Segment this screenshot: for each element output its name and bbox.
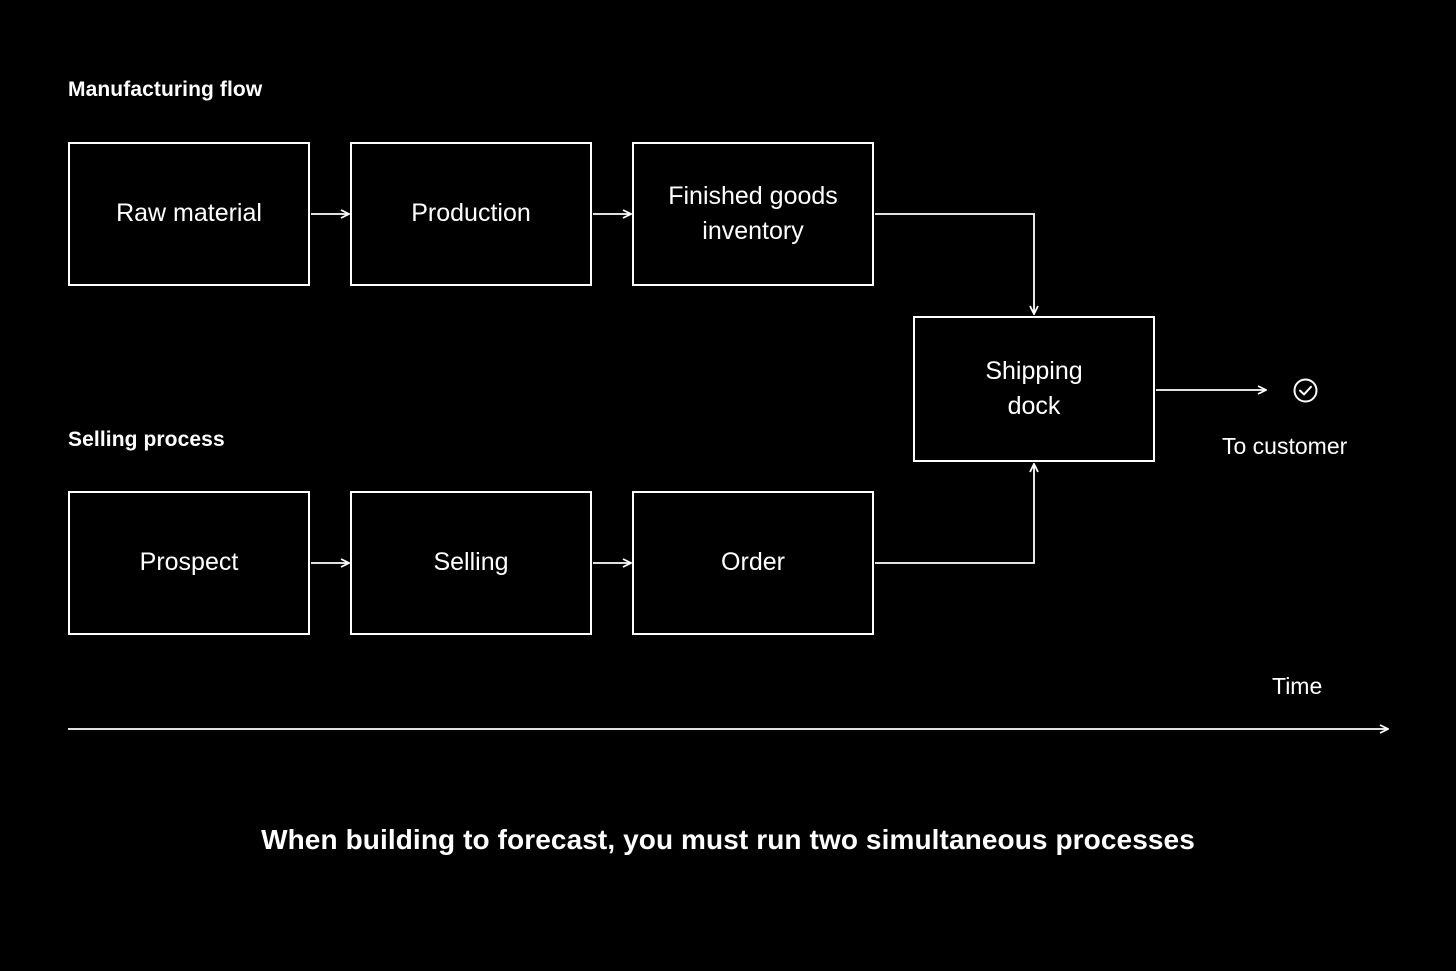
manufacturing-flow-title: Manufacturing flow [68, 78, 263, 101]
check-circle-icon [1292, 377, 1319, 404]
time-axis-label: Time [1272, 673, 1323, 699]
node-prospect[interactable]: Prospect [68, 491, 310, 635]
node-raw-material[interactable]: Raw material [68, 142, 310, 286]
footer-caption: When building to forecast, you must run … [261, 824, 1195, 855]
node-selling-label: Selling [433, 548, 509, 577]
node-production[interactable]: Production [350, 142, 592, 286]
node-production-label: Production [411, 199, 531, 228]
connector-order-to-shipping-dock [875, 464, 1034, 564]
selling-process-title: Selling process [68, 428, 225, 451]
connector-finished-goods-to-shipping-dock [875, 213, 1034, 314]
node-raw-material-label: Raw material [116, 199, 262, 228]
node-shipping-dock-label: Shipping dock [985, 356, 1083, 421]
node-finished-goods-inventory[interactable]: Finished goods inventory [632, 142, 874, 286]
node-order-label: Order [721, 548, 785, 577]
node-order[interactable]: Order [632, 491, 874, 635]
node-finished-goods-inventory-label: Finished goods inventory [668, 181, 838, 246]
node-shipping-dock[interactable]: Shipping dock [913, 316, 1155, 462]
node-selling[interactable]: Selling [350, 491, 592, 635]
node-prospect-label: Prospect [139, 548, 239, 577]
to-customer-label: To customer [1222, 433, 1348, 459]
